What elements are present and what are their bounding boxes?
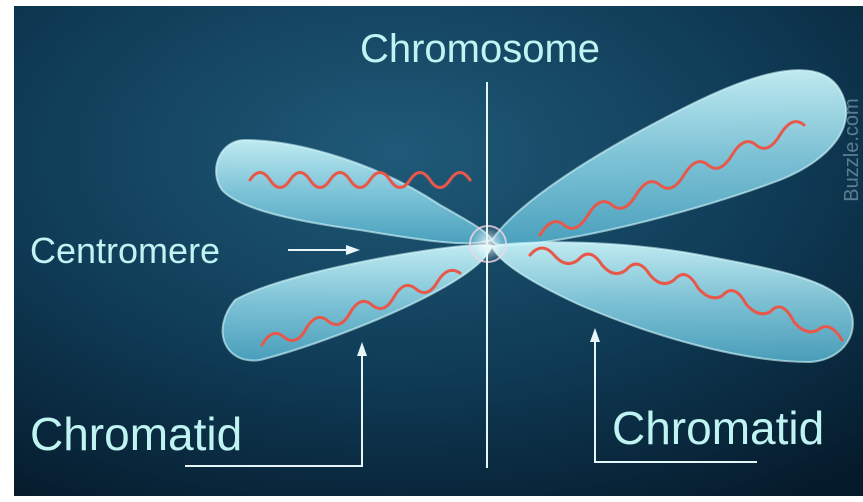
centromere-label: Centromere	[30, 230, 220, 271]
watermark: Buzzle.com	[841, 98, 863, 201]
title-label: Chromosome	[360, 27, 600, 71]
chromatid-right-label: Chromatid	[612, 402, 824, 454]
chromatid-left-label: Chromatid	[30, 408, 242, 460]
